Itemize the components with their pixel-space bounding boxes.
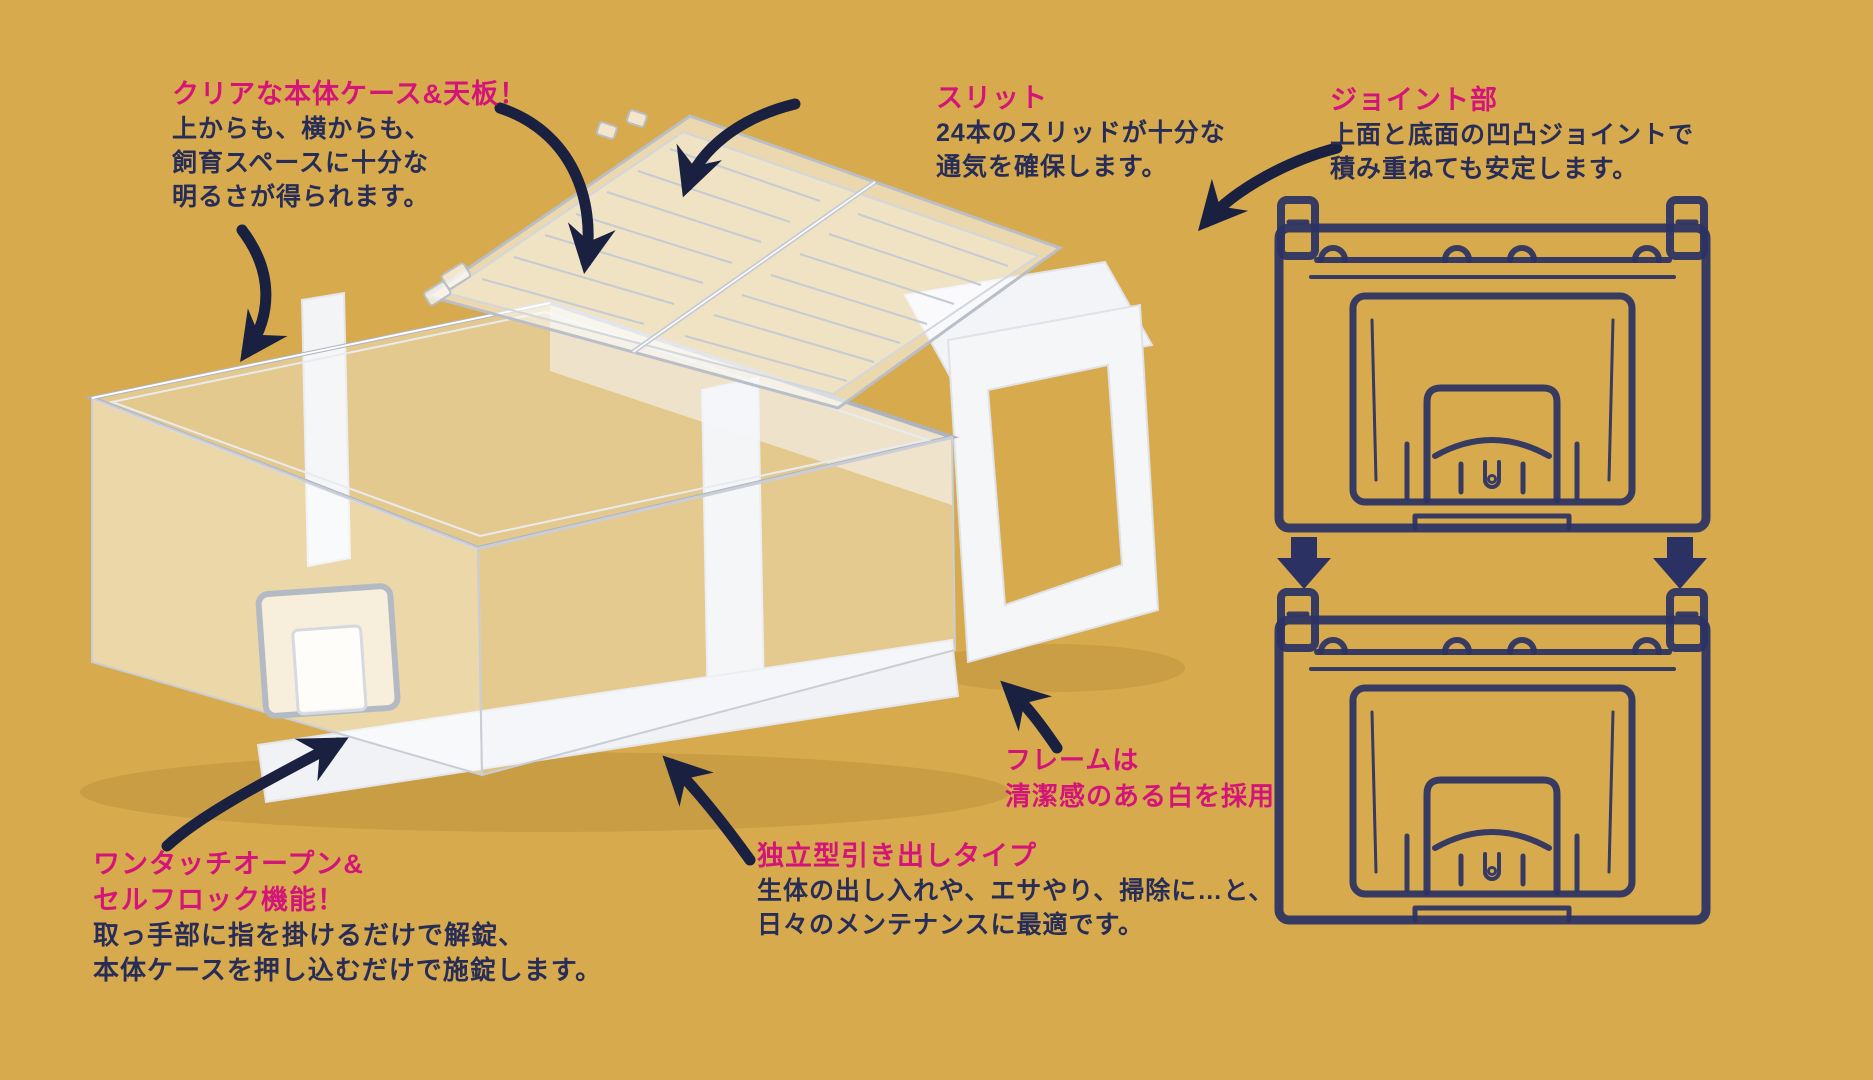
stack-down-arrows xyxy=(1277,537,1707,589)
product-photo xyxy=(80,109,1185,832)
annotation-drawer-type: 独立型引き出しタイプ 生体の出し入れや、エサやり、掃除に…と、 日々のメンテナン… xyxy=(757,838,1274,942)
slit-line: 通気を確保します。 xyxy=(936,153,1168,181)
arrow-joint-icon xyxy=(1197,142,1343,232)
frame-line: フレームは xyxy=(1005,745,1140,775)
annotation-arrows xyxy=(161,98,1343,866)
annotation-slit: スリット 24本のスリッドが十分な 通気を確保します。 xyxy=(936,80,1226,184)
stacked-case-bottom xyxy=(1279,592,1706,920)
slit-heading: スリット xyxy=(936,83,1048,113)
annotation-frame: フレームは 清潔感のある白を採用 xyxy=(1005,742,1275,814)
arrow-frame-icon xyxy=(1000,680,1063,754)
product-shadow xyxy=(80,752,1010,832)
down-arrow-right-icon xyxy=(1653,537,1707,589)
stacked-case-top xyxy=(1279,200,1706,528)
clear-case-heading: クリアな本体ケース&天板！ xyxy=(172,79,528,109)
drawer-front-face xyxy=(476,435,957,777)
annotation-one-touch: ワンタッチオープン& セルフロック機能！ 取っ手部に指を掛けるだけで解錠、 本体… xyxy=(93,846,602,988)
joint-line: 積み重ねても安定します。 xyxy=(1330,155,1639,183)
frame-side-window xyxy=(946,303,1160,664)
one-touch-line: 本体ケースを押し込むだけで施錠します。 xyxy=(93,955,603,985)
slit-line: 24本のスリッドが十分な xyxy=(936,119,1226,147)
drawer-handle xyxy=(255,583,401,719)
clear-case-line: 上からも、横からも、 xyxy=(172,115,431,143)
arrow-lid-icon xyxy=(494,102,616,274)
drawer-type-heading: 独立型引き出しタイプ xyxy=(757,841,1037,871)
clear-case-line: 明るさが得られます。 xyxy=(172,183,430,211)
lid-hinge-tabs xyxy=(423,109,648,307)
arrow-drawer-type-icon xyxy=(662,755,756,866)
drawer-type-line: 生体の出し入れや、エサやり、掃除に…と、 xyxy=(757,877,1275,905)
joint-heading: ジョイント部 xyxy=(1330,85,1498,115)
arrow-slit-icon xyxy=(676,98,801,198)
one-touch-heading: ワンタッチオープン& xyxy=(93,849,364,879)
frame-shadow xyxy=(925,644,1185,692)
one-touch-heading: セルフロック機能！ xyxy=(93,885,345,915)
frame-line: 清潔感のある白を採用 xyxy=(1005,781,1276,811)
stacking-diagram xyxy=(1277,200,1707,920)
one-touch-line: 取っ手部に指を掛けるだけで解錠、 xyxy=(93,920,526,950)
arrow-one-touch-icon xyxy=(161,737,349,852)
annotation-clear-case: クリアな本体ケース&天板！ 上からも、横からも、 飼育スペースに十分な 明るさが… xyxy=(172,76,527,214)
annotation-joint: ジョイント部 上面と底面の凹凸ジョイントで 積み重ねても安定します。 xyxy=(1330,82,1694,186)
arrow-clear-case-icon xyxy=(236,224,288,362)
joint-line: 上面と底面の凹凸ジョイントで xyxy=(1330,121,1695,149)
down-arrow-left-icon xyxy=(1277,537,1331,589)
clear-case-line: 飼育スペースに十分な xyxy=(172,149,430,177)
drawer-type-line: 日々のメンテナンスに最適です。 xyxy=(757,911,1145,939)
